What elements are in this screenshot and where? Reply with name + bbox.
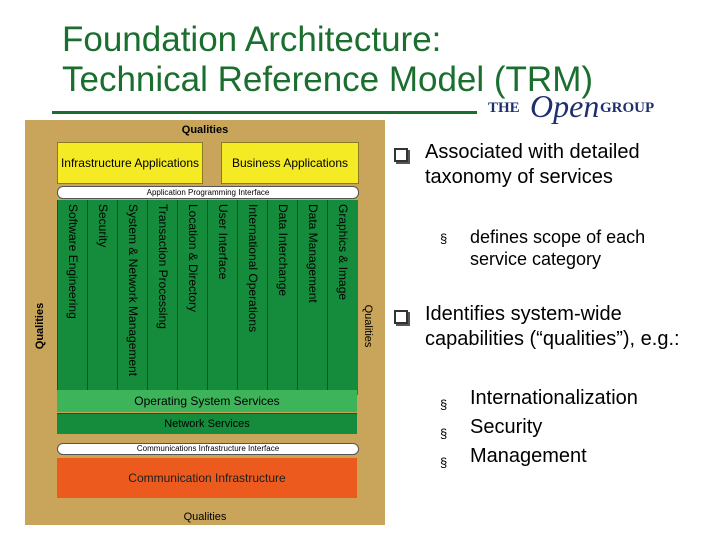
- operating-system-services-box: Operating System Services: [57, 390, 357, 412]
- service-location-directory: Location & Directory: [177, 200, 208, 395]
- qualities-left-label: Qualities: [34, 302, 46, 350]
- service-label: International Operations: [246, 204, 260, 333]
- section-bullet-icon: §: [440, 397, 448, 412]
- qualities-top-label: Qualities: [181, 124, 229, 136]
- service-software-engineering: Software Engineering: [57, 200, 88, 395]
- logo-group: GROUP: [600, 100, 655, 116]
- service-categories: Software Engineering Security System & N…: [57, 200, 358, 395]
- section-bullet-icon: §: [440, 231, 448, 246]
- service-international-operations: International Operations: [237, 200, 268, 395]
- sub-bullet-security: § Security: [440, 413, 690, 442]
- section-bullet-icon: §: [440, 455, 448, 470]
- application-programming-interface: Application Programming Interface: [57, 186, 359, 199]
- bullet-text: Associated with detailed taxonomy of ser…: [425, 141, 640, 188]
- service-graphics-image: Graphics & Image: [327, 200, 358, 395]
- sub-bullet-management: § Management: [440, 442, 690, 471]
- qualities-right-label: Qualities: [362, 304, 374, 348]
- sub-bullet-text: Internationalization: [470, 387, 638, 409]
- checkbox-bullet-icon: [394, 148, 408, 162]
- service-label: System & Network Management: [126, 204, 140, 377]
- service-label: User Interface: [216, 204, 230, 280]
- sub-bullet-text: Management: [470, 445, 587, 467]
- logo-open: Open: [530, 88, 600, 124]
- logo-the: THE: [488, 100, 520, 116]
- communication-infrastructure-box: Communication Infrastructure: [57, 458, 357, 498]
- quality-examples: § Internationalization § Security § Mana…: [440, 384, 690, 471]
- service-transaction-processing: Transaction Processing: [147, 200, 178, 395]
- bullet-text: Identifies system-wide capabilities (“qu…: [425, 303, 680, 350]
- service-label: Transaction Processing: [156, 204, 170, 329]
- service-label: Data Interchange: [276, 204, 290, 297]
- title-underline: [52, 111, 477, 114]
- service-label: Security: [96, 204, 110, 248]
- service-data-management: Data Management: [297, 200, 328, 395]
- trm-diagram: Qualities Qualities Qualities Qualities …: [25, 120, 385, 525]
- service-system-network-management: System & Network Management: [117, 200, 148, 395]
- sub-bullet-text: defines scope of each service category: [470, 227, 646, 269]
- infrastructure-applications-box: Infrastructure Applications: [57, 142, 203, 184]
- service-label: Data Management: [306, 204, 320, 303]
- checkbox-bullet-icon: [394, 310, 408, 324]
- open-group-logo: THE Open GROUP: [488, 88, 668, 132]
- service-security: Security: [87, 200, 118, 395]
- service-label: Graphics & Image: [336, 204, 350, 301]
- network-services-box: Network Services: [57, 413, 357, 434]
- service-label: Location & Directory: [186, 204, 200, 313]
- sub-bullet-internationalization: § Internationalization: [440, 384, 690, 413]
- sub-bullet-text: Security: [470, 416, 543, 438]
- business-applications-box: Business Applications: [221, 142, 359, 184]
- service-label: Software Engineering: [66, 204, 80, 319]
- communications-infrastructure-interface: Communications Infrastructure Interface: [57, 443, 359, 455]
- service-user-interface: User Interface: [207, 200, 238, 395]
- title-line-1: Foundation Architecture:: [62, 20, 442, 59]
- service-data-interchange: Data Interchange: [267, 200, 298, 395]
- title-line-2: Technical Reference Model (TRM): [62, 60, 594, 99]
- section-bullet-icon: §: [440, 426, 448, 441]
- slide-title: Foundation Architecture: Technical Refer…: [62, 20, 593, 100]
- qualities-bottom-label: Qualities: [183, 511, 227, 523]
